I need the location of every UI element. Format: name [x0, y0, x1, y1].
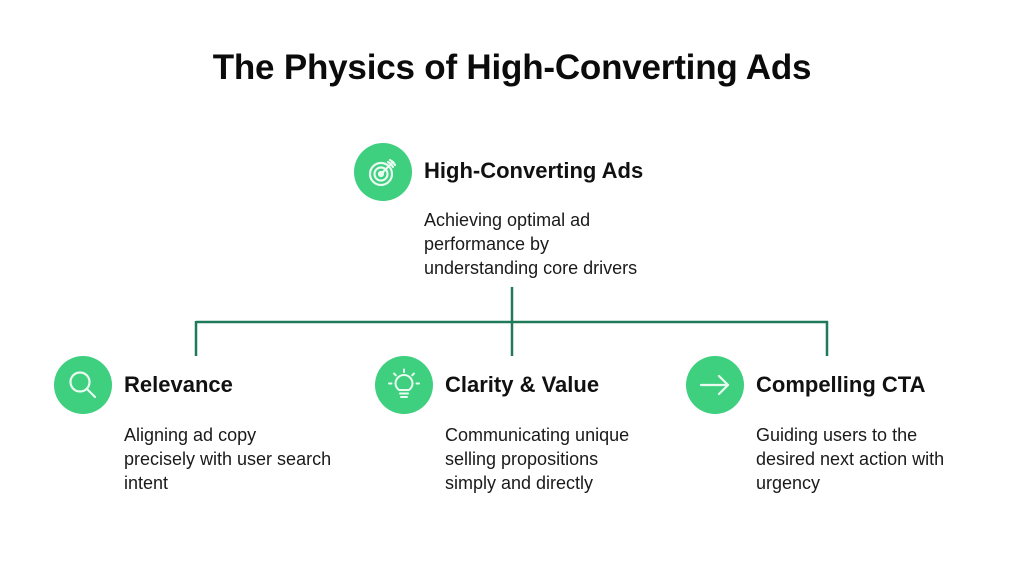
cta-desc-line: Guiding users to the [756, 425, 918, 445]
relevance-title: Relevance [124, 372, 233, 397]
cta-desc-line: desired next action with [756, 449, 945, 469]
lightbulb-icon [388, 368, 420, 398]
cta-title: Compelling CTA [756, 372, 926, 397]
search-icon [69, 371, 97, 399]
root-desc-line: performance by [424, 234, 550, 254]
relevance-description: Aligning ad copy precisely with user sea… [124, 423, 364, 495]
root-desc-line: Achieving optimal ad [424, 210, 591, 230]
clarity-desc-line: simply and directly [445, 473, 594, 493]
page-title: The Physics of High-Converting Ads [212, 48, 812, 87]
target-icon [368, 158, 397, 187]
root-desc-line: understanding core drivers [424, 258, 638, 278]
cta-desc-line: urgency [756, 473, 821, 493]
relevance-desc-line: intent [124, 473, 169, 493]
cta-description: Guiding users to the desired next action… [756, 423, 996, 495]
clarity-desc-line: Communicating unique [445, 425, 630, 445]
relevance-icon-circle [54, 356, 112, 414]
relevance-desc-line: precisely with user search [124, 449, 332, 469]
arrow-right-icon [699, 374, 730, 396]
relevance-desc-line: Aligning ad copy [124, 425, 257, 445]
clarity-desc-line: selling propositions [445, 449, 599, 469]
root-title: High-Converting Ads [424, 158, 644, 183]
clarity-title: Clarity & Value [445, 372, 600, 397]
root-description: Achieving optimal ad performance by unde… [424, 208, 684, 280]
clarity-icon-circle [375, 356, 433, 414]
cta-icon-circle [686, 356, 744, 414]
root-icon-circle [354, 143, 412, 201]
clarity-description: Communicating unique selling proposition… [445, 423, 685, 495]
